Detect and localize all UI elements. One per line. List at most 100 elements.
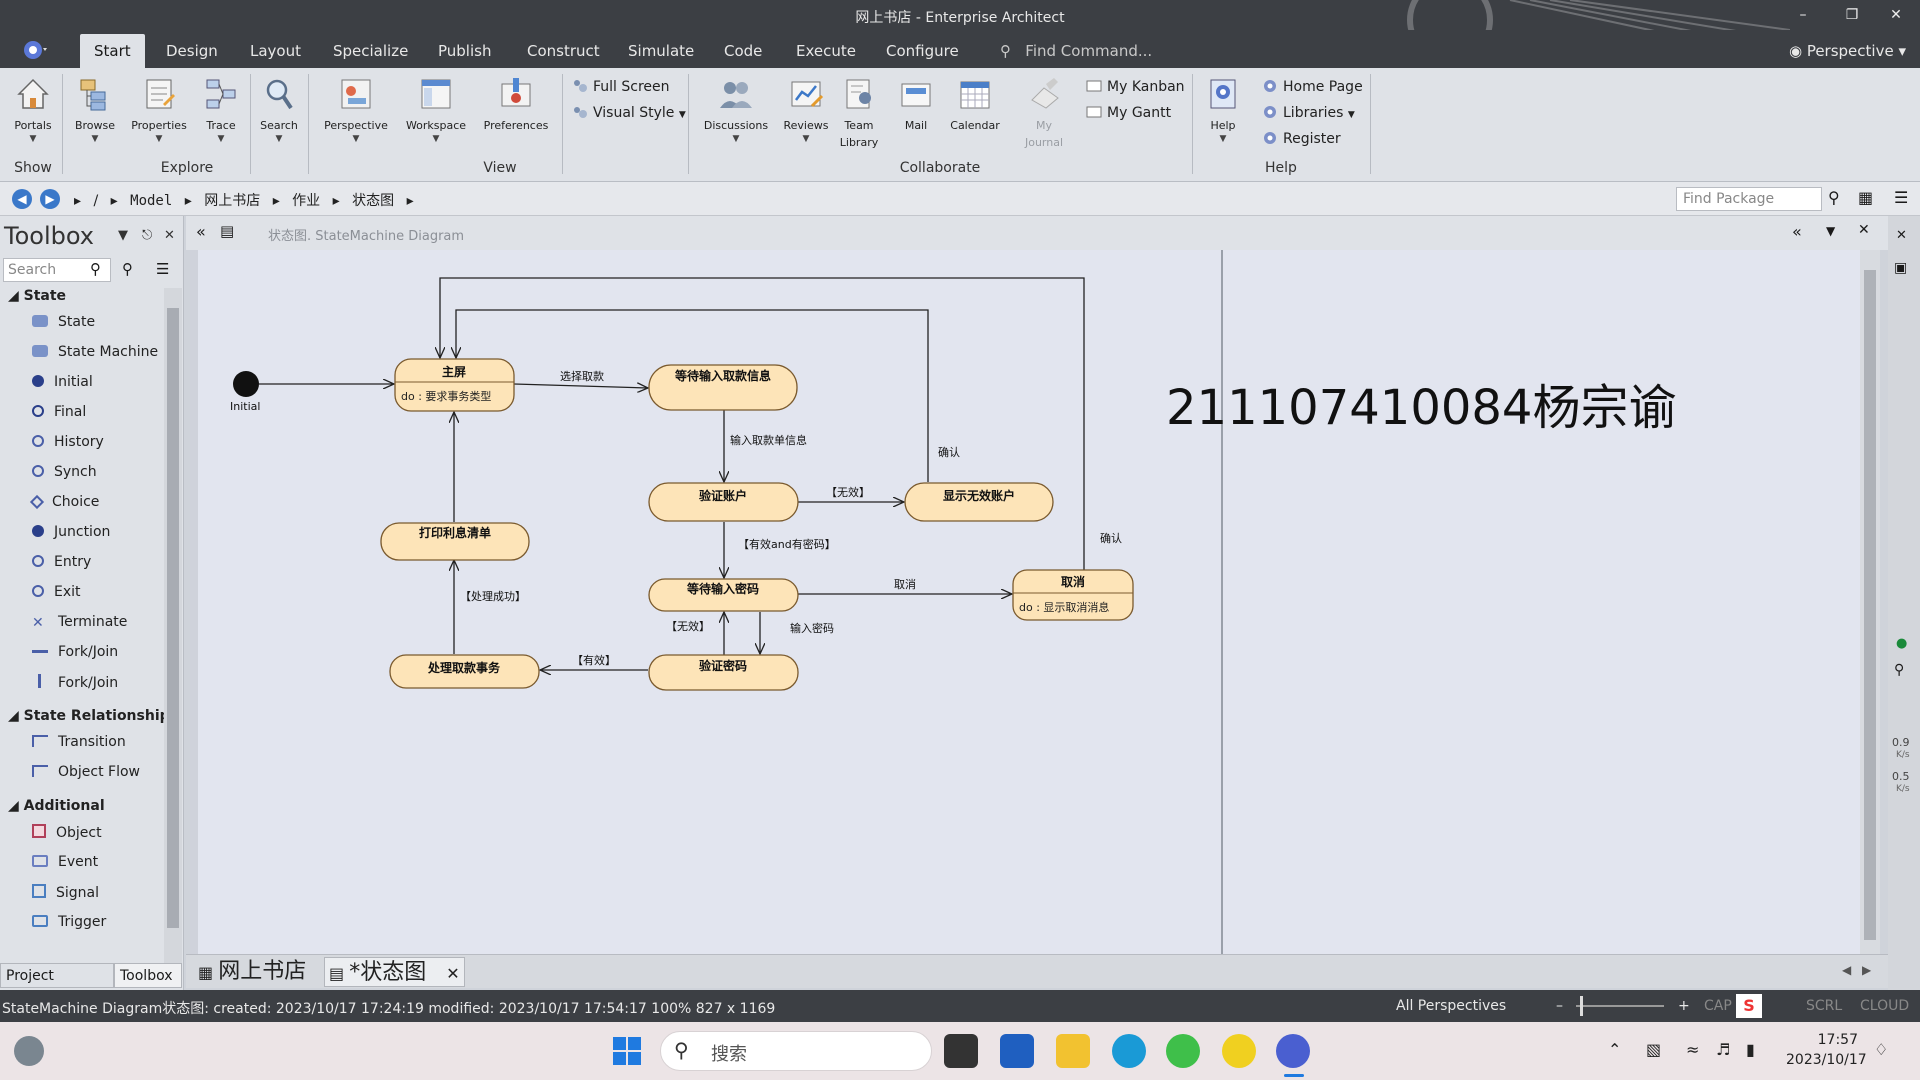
tab-publish[interactable]: Publish	[438, 42, 492, 60]
properties-button[interactable]: Properties▼	[124, 74, 194, 144]
windows-start-icon[interactable]	[612, 1036, 642, 1066]
store-icon[interactable]	[1000, 1034, 1034, 1068]
zoom-out-button[interactable]: –	[1556, 998, 1563, 1014]
breadcrumb-model[interactable]: Model	[130, 193, 173, 209]
tool-entry[interactable]: Entry	[32, 554, 91, 570]
grid-view-icon[interactable]: ▦	[1858, 188, 1874, 207]
diagram-scroll-thumb[interactable]	[1864, 270, 1876, 940]
wechat-icon[interactable]	[1166, 1034, 1200, 1068]
state-wait-withdraw[interactable]: 等待输入取款信息	[648, 364, 798, 411]
state-cancel[interactable]: 取消 do : 显示取消消息	[1012, 569, 1134, 621]
discussions-button[interactable]: Discussions▼	[696, 74, 776, 144]
taskbar-search-input[interactable]: 搜索	[660, 1031, 932, 1071]
tool-final[interactable]: Final	[32, 404, 86, 420]
forward-button[interactable]: ▶	[40, 189, 60, 209]
find-package-input[interactable]: Find Package	[1676, 187, 1822, 211]
calendar-button[interactable]: Calendar	[944, 74, 1006, 134]
tab-scroll-right-icon[interactable]: ▶	[1862, 963, 1872, 977]
home-page-button[interactable]: Home Page	[1262, 78, 1363, 95]
tab-start[interactable]: Start	[80, 34, 145, 68]
hamburger-menu-icon[interactable]: ☰	[1894, 188, 1909, 207]
ea-logo-icon[interactable]	[22, 37, 48, 63]
diagram-menu-chevron-icon[interactable]: ▼	[1826, 224, 1836, 238]
tool-object-flow[interactable]: Object Flow	[32, 764, 140, 780]
notification-bell-icon[interactable]: ♢	[1874, 1040, 1889, 1059]
register-button[interactable]: Register	[1262, 130, 1341, 147]
tool-fork-join-horizontal[interactable]: Fork/Join	[32, 644, 118, 660]
reviews-button[interactable]: Reviews▼	[778, 74, 834, 144]
close-window-button[interactable]: ✕	[1890, 7, 1902, 23]
tool-terminate[interactable]: ✕Terminate	[32, 614, 128, 631]
state-process[interactable]: 处理取款事务	[389, 654, 540, 689]
doc-tab-statechart[interactable]: ▤ *状态图✕	[324, 957, 465, 987]
diagram-type-icon[interactable]: ▤	[220, 222, 235, 240]
tool-initial[interactable]: Initial	[32, 374, 93, 390]
tool-event[interactable]: Event	[32, 854, 98, 870]
tab-specialize[interactable]: Specialize	[333, 42, 409, 60]
tab-simulate[interactable]: Simulate	[628, 42, 695, 60]
tool-signal[interactable]: Signal	[32, 884, 99, 901]
find-command-input[interactable]: ⚲ Find Command...	[1000, 42, 1153, 60]
collapse-left-icon[interactable]: «	[196, 222, 206, 241]
taskbar-clock[interactable]: 17:57 2023/10/17	[1786, 1030, 1867, 1070]
breadcrumb-root[interactable]: /	[93, 193, 99, 209]
tab-project-browser[interactable]: Project Browser	[0, 963, 114, 1009]
tab-scroll-left-icon[interactable]: ◀	[1842, 963, 1852, 977]
help-button[interactable]: Help▼	[1200, 74, 1246, 144]
input-method-icon[interactable]: S	[1736, 994, 1762, 1018]
toolbox-scrollbar[interactable]	[164, 288, 182, 968]
initial-node[interactable]	[233, 371, 259, 397]
toolbox-group-state[interactable]: ◢ State	[8, 288, 67, 304]
my-gantt-button[interactable]: My Gantt	[1086, 104, 1171, 121]
find-package-search-icon[interactable]: ⚲	[1828, 188, 1840, 207]
state-home[interactable]: 主屏 do : 要求事务类型	[394, 358, 515, 412]
breadcrumb-statechart[interactable]: 状态图	[352, 193, 395, 209]
full-screen-button[interactable]: Full Screen	[572, 78, 670, 95]
restore-button[interactable]: ❐	[1845, 7, 1859, 23]
team-library-button[interactable]: Team Library	[836, 74, 882, 151]
music-app-icon[interactable]	[1222, 1034, 1256, 1068]
enterprise-architect-taskbar-icon[interactable]	[1276, 1034, 1310, 1068]
toolbox-search-icon[interactable]: ⚲	[90, 260, 101, 278]
tab-toolbox[interactable]: Toolbox	[114, 963, 182, 988]
state-invalid-account[interactable]: 显示无效账户	[904, 482, 1054, 522]
toolbox-close-icon[interactable]: ✕	[164, 228, 175, 243]
workspace-button[interactable]: Workspace▼	[398, 74, 474, 144]
tab-construct[interactable]: Construct	[527, 42, 600, 60]
preferences-button[interactable]: Preferences	[476, 74, 556, 134]
expand-icon[interactable]: «	[1792, 222, 1802, 241]
tool-transition[interactable]: Transition	[32, 734, 126, 750]
perspective-button[interactable]: ◉ Perspective ▾	[1788, 42, 1906, 60]
tool-object[interactable]: Object	[32, 824, 102, 841]
tool-fork-join-vertical[interactable]: Fork/Join	[32, 674, 118, 691]
toolbox-dropdown-icon[interactable]: ▼	[118, 228, 128, 243]
tool-history[interactable]: History	[32, 434, 104, 450]
zoom-slider-handle[interactable]	[1580, 996, 1583, 1016]
tool-state[interactable]: State	[32, 314, 95, 330]
doc-tab-bookstore[interactable]: ▦ 网上书店	[198, 959, 307, 984]
transition-select-withdraw[interactable]	[513, 384, 648, 388]
transition-confirm-invalid[interactable]	[456, 309, 929, 482]
libraries-button[interactable]: Libraries ▼	[1262, 104, 1355, 121]
diagram-close-icon[interactable]: ✕	[1858, 222, 1870, 238]
perspective-ribbon-button[interactable]: Perspective▼	[316, 74, 396, 144]
tool-trigger[interactable]: Trigger	[32, 914, 106, 930]
zoom-slider[interactable]	[1576, 1005, 1664, 1007]
breadcrumb-homework[interactable]: 作业	[292, 193, 321, 209]
minimize-button[interactable]: –	[1799, 7, 1807, 23]
visual-style-button[interactable]: Visual Style ▼	[572, 104, 686, 121]
tab-configure[interactable]: Configure	[886, 42, 959, 60]
toolbox-scroll-thumb[interactable]	[167, 308, 179, 928]
task-view-icon[interactable]	[944, 1034, 978, 1068]
diagram-canvas[interactable]: Initial 选择取款 输入取款单信息 【无效】 确认 【有效and有密码】 …	[190, 250, 1860, 954]
zoom-in-button[interactable]: +	[1678, 998, 1690, 1014]
tool-state-machine[interactable]: State Machine	[32, 344, 158, 360]
search-button[interactable]: Search▼	[256, 74, 302, 144]
widgets-icon[interactable]	[14, 1036, 44, 1066]
portals-button[interactable]: Portals▼	[8, 74, 58, 144]
keyboard-layout-icon[interactable]: ▧	[1646, 1040, 1662, 1059]
my-kanban-button[interactable]: My Kanban	[1086, 78, 1185, 95]
volume-icon[interactable]: ♬	[1716, 1040, 1731, 1059]
tool-junction[interactable]: Junction	[32, 524, 110, 540]
tray-expand-icon[interactable]: ⌃	[1608, 1040, 1622, 1059]
